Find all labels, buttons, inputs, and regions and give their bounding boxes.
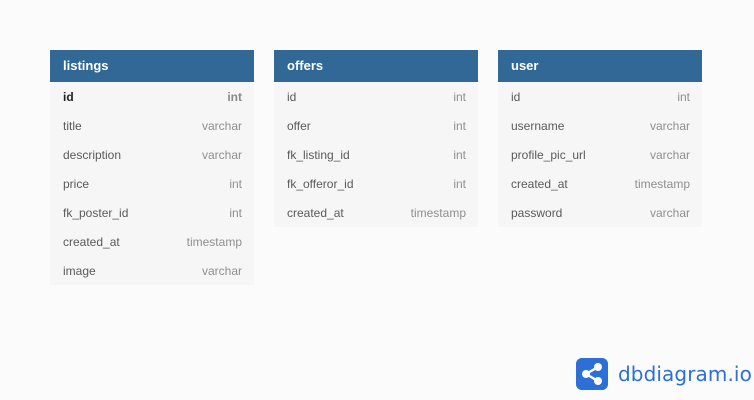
field-row[interactable]: username varchar xyxy=(498,111,702,140)
field-name: id xyxy=(287,89,297,104)
field-name: image xyxy=(63,263,96,278)
field-name: created_at xyxy=(511,176,568,191)
table-header[interactable]: offers xyxy=(274,50,478,82)
field-type: varchar xyxy=(201,263,242,278)
field-row[interactable]: created_at timestamp xyxy=(50,227,254,256)
brand-name: dbdiagram.io xyxy=(618,362,752,386)
field-type: varchar xyxy=(649,205,690,220)
field-row[interactable]: fk_listing_id int xyxy=(274,140,478,169)
field-row[interactable]: fk_offeror_id int xyxy=(274,169,478,198)
share-nodes-icon xyxy=(576,358,608,390)
field-name: fk_poster_id xyxy=(63,205,129,220)
field-name: id xyxy=(511,89,521,104)
field-row[interactable]: image varchar xyxy=(50,256,254,285)
field-row[interactable]: id int xyxy=(50,82,254,111)
field-type: int xyxy=(453,89,466,104)
field-row[interactable]: id int xyxy=(498,82,702,111)
field-type: varchar xyxy=(201,147,242,162)
field-type: int xyxy=(229,176,242,191)
field-name: id xyxy=(63,89,74,104)
field-name: fk_offeror_id xyxy=(287,176,354,191)
field-type: int xyxy=(677,89,690,104)
field-type: timestamp xyxy=(634,176,690,191)
field-type: int xyxy=(227,89,242,104)
field-name: username xyxy=(511,118,565,133)
field-row[interactable]: id int xyxy=(274,82,478,111)
field-row[interactable]: profile_pic_url varchar xyxy=(498,140,702,169)
field-name: password xyxy=(511,205,563,220)
field-name: profile_pic_url xyxy=(511,147,586,162)
field-name: created_at xyxy=(287,205,344,220)
field-type: timestamp xyxy=(410,205,466,220)
brand-watermark[interactable]: dbdiagram.io xyxy=(576,358,752,390)
field-name: price xyxy=(63,176,90,191)
field-row[interactable]: password varchar xyxy=(498,198,702,227)
field-row[interactable]: price int xyxy=(50,169,254,198)
field-row[interactable]: created_at timestamp xyxy=(274,198,478,227)
field-name: offer xyxy=(287,118,311,133)
field-name: title xyxy=(63,118,82,133)
field-row[interactable]: created_at timestamp xyxy=(498,169,702,198)
field-type: int xyxy=(229,205,242,220)
field-name: created_at xyxy=(63,234,120,249)
field-name: description xyxy=(63,147,122,162)
field-row[interactable]: fk_poster_id int xyxy=(50,198,254,227)
field-type: timestamp xyxy=(186,234,242,249)
field-row[interactable]: offer int xyxy=(274,111,478,140)
field-row[interactable]: title varchar xyxy=(50,111,254,140)
field-type: int xyxy=(453,147,466,162)
field-type: int xyxy=(453,118,466,133)
field-name: fk_listing_id xyxy=(287,147,350,162)
field-row[interactable]: description varchar xyxy=(50,140,254,169)
field-type: varchar xyxy=(201,118,242,133)
table-header[interactable]: user xyxy=(498,50,702,82)
table-listings[interactable]: listings id int title varchar description varc… xyxy=(50,50,254,285)
field-type: varchar xyxy=(649,118,690,133)
field-type: int xyxy=(453,176,466,191)
field-type: varchar xyxy=(649,147,690,162)
table-header[interactable]: listings xyxy=(50,50,254,82)
